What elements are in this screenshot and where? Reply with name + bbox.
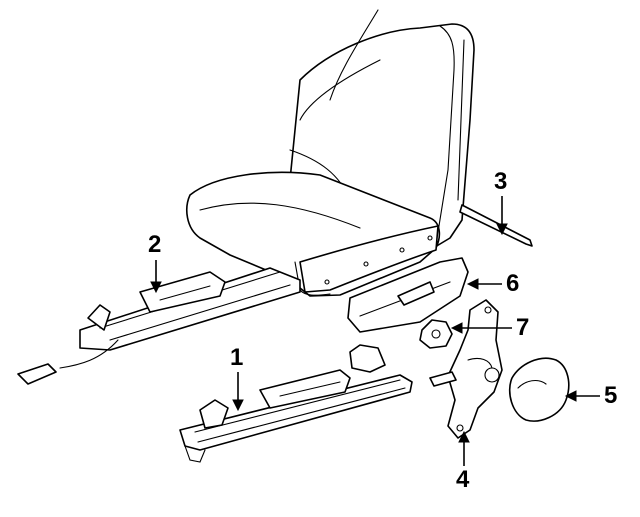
callout-7: 7 [516,314,530,341]
part-5-cover [508,357,570,422]
part-2-track [17,267,301,385]
part-3-rod [459,204,533,247]
leader-lines [150,196,600,466]
callout-1: 1 [230,344,244,371]
part-1-track [179,344,413,463]
part-7-knob [419,319,453,349]
callout-3: 3 [494,168,508,195]
callout-2: 2 [148,231,162,258]
seat-cushion [186,171,441,297]
callout-4: 4 [456,466,470,493]
part-4-recliner [429,299,503,439]
part-6-trim-panel [347,257,469,333]
callout-5: 5 [604,382,618,409]
callout-6: 6 [506,270,520,297]
